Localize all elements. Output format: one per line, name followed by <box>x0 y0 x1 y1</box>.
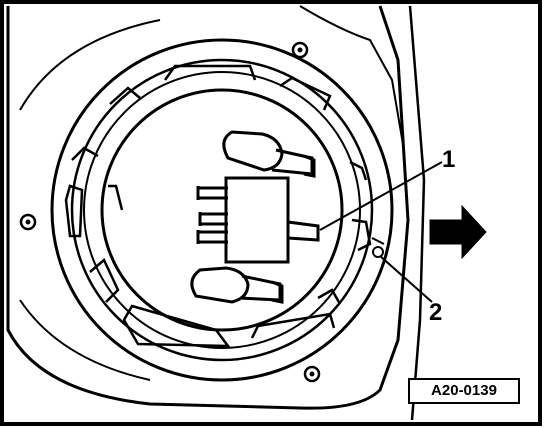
leader-line-1 <box>319 161 443 231</box>
housing-right-wall <box>408 5 426 421</box>
locking-ring-mark <box>371 237 385 258</box>
fuel-line-return <box>190 266 284 304</box>
housing-upper-left-edge <box>19 19 161 111</box>
callout-number-1: 1 <box>442 146 456 173</box>
locking-ring-outer <box>50 38 394 382</box>
flange-left-tab <box>108 184 124 211</box>
right-arrow-icon <box>429 204 487 260</box>
figure-id-label: A20-0139 <box>408 378 520 404</box>
mounting-screw-bottom <box>303 365 321 383</box>
callout-number-2: 2 <box>429 299 443 326</box>
housing-inner-edge <box>299 5 405 151</box>
flange-plate <box>100 88 344 332</box>
locking-ring-groove <box>83 71 361 349</box>
fuel-line-supply <box>222 130 316 178</box>
mounting-screw-left <box>19 213 37 231</box>
tank-housing-outline <box>6 5 410 410</box>
leader-line-2 <box>379 255 433 303</box>
fuel-gauge-sender-connector <box>196 176 320 264</box>
locking-ring-inner <box>70 58 374 362</box>
mounting-screw-top <box>291 41 309 59</box>
locking-ring-lugs <box>64 64 372 348</box>
housing-lower-edge <box>19 299 151 381</box>
